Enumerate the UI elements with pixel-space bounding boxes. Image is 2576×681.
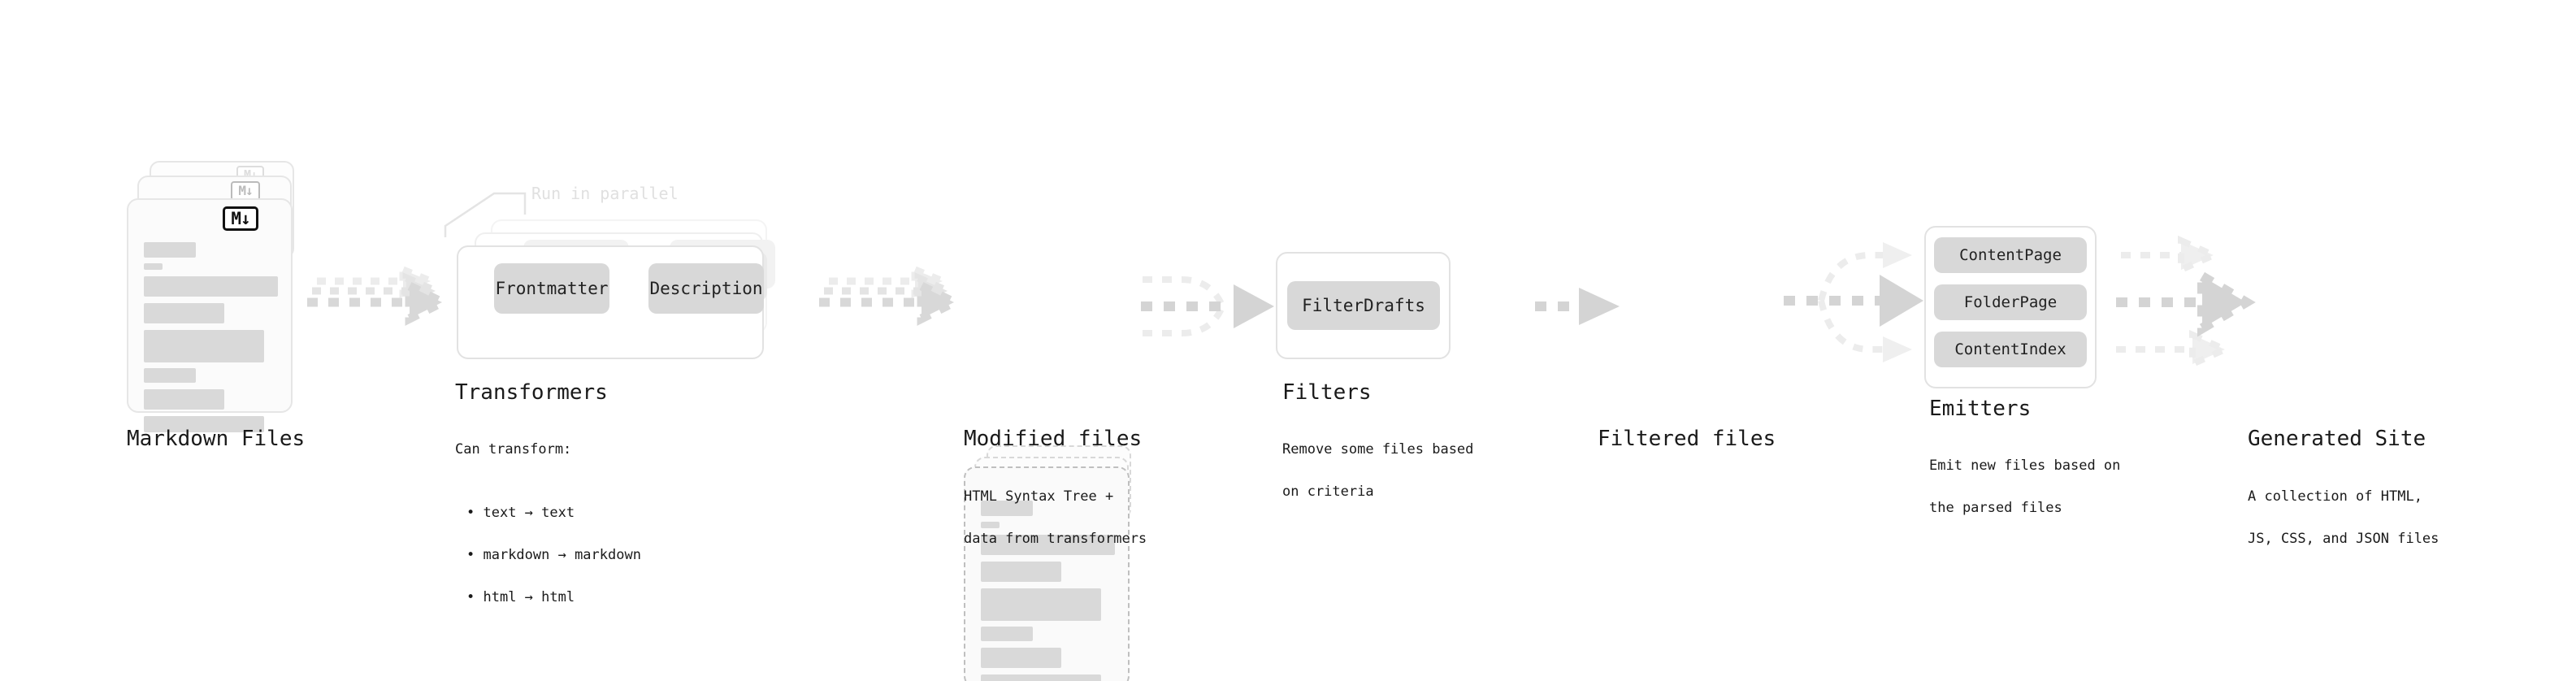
filters-desc-line2: on criteria [1282, 484, 1374, 500]
emitter-chip-folderpage[interactable]: FolderPage [1934, 284, 2087, 320]
emitter-chip-contentindex[interactable]: ContentIndex [1934, 332, 2087, 367]
filtered-files-title: Filtered files [1598, 427, 1776, 451]
arrow-filters-to-filtered [1535, 288, 1620, 325]
modified-files-title: Modified files [964, 427, 1143, 451]
skeleton-line [144, 330, 264, 362]
skeleton-line [144, 242, 196, 258]
emitter-chip-contentindex-label: ContentIndex [1954, 340, 2066, 358]
skeleton-line [144, 368, 196, 383]
stage-markdown-files: M↓ M↓ M↓ [122, 161, 309, 432]
skeleton-line [144, 276, 278, 297]
skeleton-line [144, 263, 163, 270]
filters-description: Remove some files based on criteria [1282, 418, 1473, 523]
modified-files-description: HTML Syntax Tree + data from transformer… [964, 465, 1147, 570]
markdown-icon-text: M↓ [231, 208, 250, 228]
skeleton-line [981, 562, 1061, 582]
skeleton-line [981, 588, 1101, 621]
skeleton-line [144, 389, 224, 410]
stage-emitters: ContentPage FolderPage ContentIndex [1924, 226, 2111, 397]
skeleton-line [981, 648, 1061, 668]
skeleton-line [981, 627, 1033, 641]
emitter-chip-contentpage[interactable]: ContentPage [1934, 237, 2087, 273]
stage-filters: FilterDrafts [1276, 252, 1463, 366]
markdown-icon-ghost-mid: M↓ [231, 181, 260, 201]
filters-desc-line1: Remove some files based [1282, 441, 1474, 458]
emitters-desc-line2: the parsed files [1929, 500, 2062, 516]
generated-site-description: A collection of HTML, JS, CSS, and JSON … [2248, 465, 2439, 570]
transformers-desc-item: markdown → markdown [466, 544, 640, 566]
arrow-transformers-to-modified [819, 264, 965, 326]
transformers-desc-item: html → html [466, 587, 641, 608]
skeleton-line [144, 303, 224, 323]
run-in-parallel-label: Run in parallel [531, 184, 679, 203]
generated-site-desc-line2: JS, CSS, and JSON files [2248, 531, 2439, 547]
transformers-description: Can transform: text → text markdown → ma… [455, 418, 641, 650]
parallel-bracket [444, 192, 527, 237]
transformers-title: Transformers [455, 380, 608, 405]
emitters-desc-line1: Emit new files based on [1929, 458, 2121, 474]
transformers-desc-list: text → text markdown → markdown html → h… [466, 481, 641, 629]
stage-modified-files [959, 445, 1146, 681]
emitter-chip-folderpage-label: FolderPage [1963, 293, 2058, 311]
transformer-chip-frontmatter-label: Frontmatter [495, 279, 609, 298]
skeleton-line [981, 535, 1115, 555]
filter-chip-filterdrafts[interactable]: FilterDrafts [1287, 281, 1440, 330]
generated-site-title: Generated Site [2248, 427, 2426, 451]
emitters-title: Emitters [1929, 397, 2032, 421]
arrow-modified-to-filters [1141, 276, 1274, 336]
emitters-description: Emit new files based on the parsed files [1929, 434, 2120, 540]
transformers-desc-item: text → text [466, 502, 641, 523]
skeleton-line [144, 416, 264, 432]
emitter-chip-contentpage-label: ContentPage [1959, 246, 2062, 264]
transformer-chip-description-label: Description [649, 279, 763, 298]
skeleton-line [981, 501, 1033, 516]
markdown-icon-text-mid: M↓ [238, 183, 253, 198]
markdown-files-title: Markdown Files [127, 427, 306, 451]
markdown-icon: M↓ [223, 206, 258, 231]
transformers-desc-heading: Can transform: [455, 441, 572, 458]
transformer-chip-frontmatter[interactable]: Frontmatter [494, 263, 609, 314]
modified-files-desc-line1: HTML Syntax Tree + [964, 488, 1114, 505]
stage-transformers: Run in parallel x x x x Frontmatter Desc… [444, 184, 826, 359]
skeleton-line [981, 674, 1101, 681]
transformer-chip-description[interactable]: Description [648, 263, 764, 314]
skeleton-line [981, 522, 1000, 528]
filters-title: Filters [1282, 380, 1372, 405]
arrow-filtered-to-emitters [1784, 242, 1923, 362]
arrow-emitters-to-site [2116, 235, 2256, 370]
generated-site-desc-line1: A collection of HTML, [2248, 488, 2422, 505]
arrow-markdown-to-transformers [307, 264, 453, 326]
filter-chip-filterdrafts-label: FilterDrafts [1302, 296, 1425, 315]
modified-files-desc-line2: data from transformers [964, 531, 1147, 547]
